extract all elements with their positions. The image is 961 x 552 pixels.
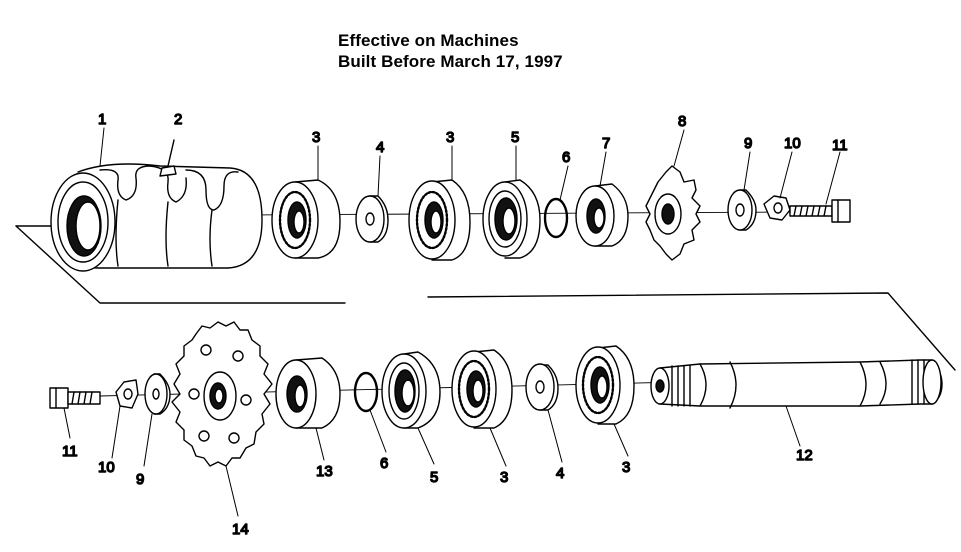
- part-2-grease-fitting: [159, 139, 177, 177]
- part-9-flat-washer: [727, 189, 757, 231]
- part-6-snap-ring: [543, 197, 569, 239]
- part-3-bearing-lower: [451, 349, 513, 429]
- part-1-hub-housing: [50, 163, 263, 272]
- part-12-drive-shaft: [650, 359, 943, 409]
- callout-13: 13: [316, 463, 333, 480]
- callout-leader-lines: [63, 127, 841, 517]
- callout-8: 8: [678, 113, 686, 130]
- bottom-callout-labels: 11 10 9 14 13 6 5 3 4 3 12: [61, 442, 813, 538]
- callout-2: 2: [174, 111, 182, 128]
- callout-3: 3: [312, 129, 320, 146]
- title-line-2: Built Before March 17, 1997: [338, 52, 563, 71]
- part-5-bearing-race-lower: [381, 351, 441, 429]
- callout-14: 14: [232, 521, 249, 538]
- callout-11-lower: 11: [62, 443, 78, 460]
- part-5-bearing-race: [482, 179, 541, 259]
- part-4-spacer-washer-lower: [525, 363, 559, 411]
- callout-10-lower: 10: [98, 459, 115, 476]
- callout-7: 7: [602, 135, 610, 152]
- callout-5: 5: [511, 129, 519, 146]
- top-callout-labels: 1 2 3 4 3 5 6 7 8 9 10 11: [97, 110, 848, 166]
- diagram-title: Effective on Machines Built Before March…: [338, 30, 563, 72]
- callout-9-lower: 9: [136, 471, 144, 488]
- part-3-bearing: [271, 179, 341, 259]
- callout-1: 1: [98, 111, 106, 128]
- part-8-drive-sprocket: [645, 165, 701, 261]
- part-10-lock-tab: [763, 195, 791, 221]
- part-11-cap-screw: [789, 199, 851, 223]
- part-3-bearing-second: [408, 179, 471, 261]
- callout-12: 12: [796, 447, 813, 464]
- callout-4: 4: [376, 139, 384, 156]
- callout-10: 10: [784, 135, 801, 152]
- part-3-bearing-lower-second: [575, 345, 635, 425]
- callout-3-lower-b: 3: [622, 459, 630, 476]
- part-6-snap-ring-lower: [353, 371, 379, 413]
- callout-4-lower: 4: [556, 465, 564, 482]
- callout-9: 9: [744, 135, 752, 152]
- callout-3-lower: 3: [500, 469, 508, 486]
- part-13-sleeve: [275, 357, 341, 429]
- callout-11: 11: [832, 137, 848, 154]
- part-7-sleeve: [575, 183, 629, 247]
- part-4-spacer-washer: [355, 195, 389, 243]
- part-11-cap-screw-lower: [49, 387, 101, 409]
- callout-3-b: 3: [446, 129, 454, 146]
- callout-6: 6: [562, 149, 570, 166]
- title-line-1: Effective on Machines: [338, 31, 519, 50]
- callout-5-lower: 5: [430, 469, 438, 486]
- part-10-lock-tab-lower: [115, 379, 139, 409]
- callout-6-lower: 6: [380, 455, 388, 472]
- part-14-large-sprocket: [171, 321, 273, 467]
- part-9-flat-washer-lower: [144, 373, 171, 415]
